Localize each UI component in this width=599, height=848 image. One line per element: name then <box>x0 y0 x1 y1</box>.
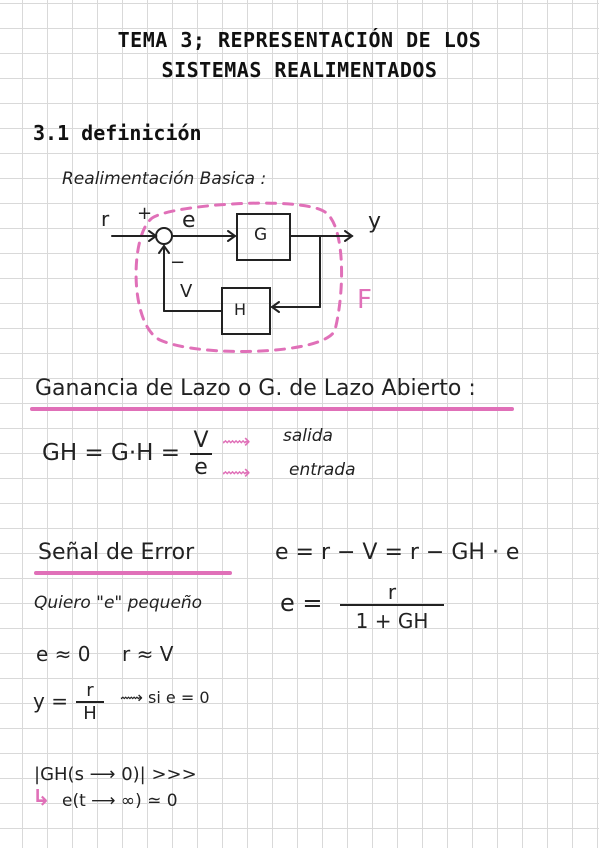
ganancia-underline <box>30 407 514 411</box>
diagram-plus-sign: + <box>137 203 153 224</box>
summing-junction <box>155 227 173 245</box>
error-equation-2-lhs: e = <box>280 589 323 617</box>
quiero-text: Quiero "e" pequeño <box>34 593 203 613</box>
section-heading: 3.1 definición <box>33 121 202 145</box>
diagram-f-label: F <box>357 285 372 315</box>
ganancia-denominator: e <box>194 455 208 480</box>
approx-e-zero: e ≈ 0 <box>36 642 91 666</box>
diagram-g-label: G <box>254 225 268 245</box>
fraction-bar <box>190 453 212 455</box>
error-denominator: 1 + GH <box>355 609 429 633</box>
squiggle-arrow-icon: ⟿ <box>222 429 251 453</box>
diagram-minus-sign: − <box>170 252 186 273</box>
ganancia-numerator: V <box>193 428 209 453</box>
gh-limit-line: |GH(s ⟶ 0)| >>> <box>34 764 197 785</box>
y-numerator: r <box>86 680 94 701</box>
ganancia-lhs: GH = G·H = <box>42 440 181 466</box>
salida-label: salida <box>283 426 333 446</box>
fraction-bar <box>340 604 444 606</box>
diagram-caption: Realimentación Basica : <box>62 169 267 189</box>
y-equation-lhs: y = <box>33 689 68 713</box>
error-limit-line: e(t ⟶ ∞) ≃ 0 <box>62 791 178 811</box>
ganancia-heading: Ganancia de Lazo o G. de Lazo Abierto : <box>35 376 476 401</box>
squiggle-arrow-icon: ⟿ <box>222 460 251 484</box>
entrada-label: entrada <box>289 460 356 480</box>
error-heading: Señal de Error <box>38 540 195 565</box>
error-numerator: r <box>387 580 397 604</box>
y-condition: ⟿ si e = 0 <box>120 688 210 707</box>
y-denominator: H <box>83 703 97 724</box>
diagram-y-label: y <box>368 209 382 234</box>
y-fraction: r H <box>76 680 104 724</box>
title-line-1: TEMA 3; REPRESENTACIÓN DE LOS <box>117 28 482 52</box>
error-underline <box>34 571 232 575</box>
error-fraction: r 1 + GH <box>340 580 444 633</box>
diagram-v-label: V <box>180 281 193 302</box>
ganancia-fraction: V e <box>190 428 212 480</box>
diagram-e-label: e <box>182 208 196 233</box>
feedback-system-boundary <box>134 201 344 353</box>
diagram-r-label: r <box>101 207 110 231</box>
fraction-bar <box>76 701 104 703</box>
error-equation-1: e = r − V = r − GH · e <box>275 540 520 565</box>
title-line-2: SISTEMAS REALIMENTADOS <box>161 58 438 82</box>
diagram-h-label: H <box>234 300 247 319</box>
hook-arrow-icon: ↳ <box>32 786 51 811</box>
approx-r-v: r ≈ V <box>122 642 174 666</box>
